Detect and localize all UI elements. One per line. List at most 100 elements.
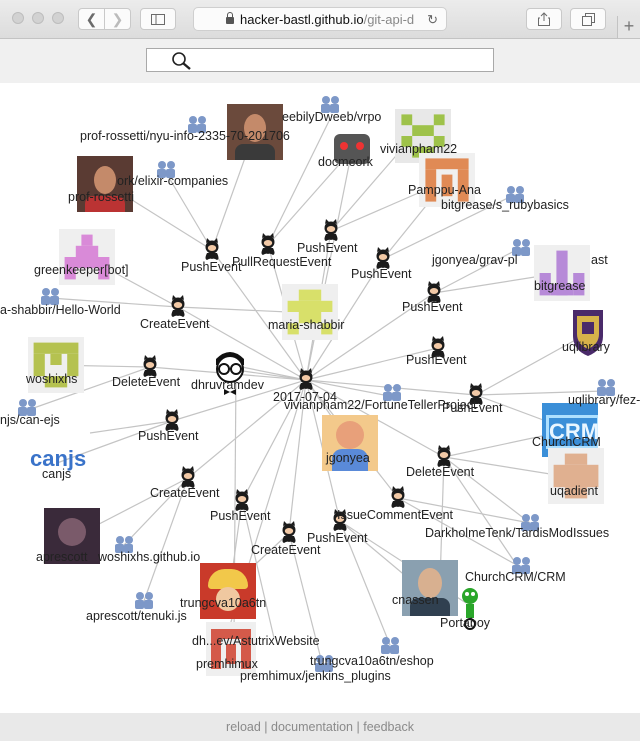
- feedback-link[interactable]: feedback: [363, 720, 414, 734]
- node-label[interactable]: PushEvent: [402, 300, 463, 314]
- create-event-icon[interactable]: [171, 295, 185, 317]
- avatar-aprescott[interactable]: [44, 508, 100, 564]
- node-label[interactable]: prof-rossetti/nyu-info-2335-70-201706: [80, 129, 290, 143]
- avatar-prof-rossetti-photo[interactable]: [227, 104, 283, 160]
- node-label[interactable]: maria-shabbir: [268, 318, 345, 332]
- share-button[interactable]: [526, 8, 562, 30]
- node-label[interactable]: ast: [591, 253, 608, 267]
- avatar-pamppu-ana[interactable]: [419, 153, 475, 207]
- push-event-icon[interactable]: [324, 219, 338, 241]
- documentation-link[interactable]: documentation: [271, 720, 354, 734]
- node-label[interactable]: trungcva10a6tn: [180, 596, 267, 610]
- node-label[interactable]: PushEvent: [297, 241, 358, 255]
- node-label[interactable]: Pamppu-Ana: [408, 183, 481, 197]
- node-label[interactable]: docmeork: [318, 155, 373, 169]
- create-event-icon[interactable]: [181, 466, 195, 488]
- node-label[interactable]: ChurchCRM: [532, 435, 601, 449]
- node-label[interactable]: 2017-07-04: [273, 390, 337, 404]
- node-label[interactable]: PushEvent: [406, 353, 467, 367]
- node-label[interactable]: cnassen: [392, 593, 439, 607]
- node-label[interactable]: uqadient: [550, 484, 598, 498]
- tabs-overview-button[interactable]: [570, 8, 606, 30]
- node-label[interactable]: DarkholmeTenk/TardisModIssues: [425, 526, 610, 540]
- node-label[interactable]: PushEvent: [138, 429, 199, 443]
- node-label[interactable]: a-shabbir/Hello-World: [0, 303, 121, 317]
- avatar-maria-shabbir[interactable]: [282, 284, 338, 340]
- node-label[interactable]: vivianpham22: [380, 142, 458, 156]
- node-label[interactable]: CreateEvent: [150, 486, 220, 500]
- node-label[interactable]: uqlibrary/fez-fron: [568, 393, 640, 407]
- node-label[interactable]: ork/elixir-companies: [117, 174, 229, 188]
- back-button[interactable]: ❮: [78, 8, 105, 30]
- push-event-icon[interactable]: [205, 238, 219, 260]
- node-label[interactable]: dhruvramdev: [191, 378, 264, 392]
- node-label[interactable]: vivianpham22/FortuneTellerProject: [284, 398, 477, 412]
- delete-event-icon[interactable]: [437, 445, 451, 467]
- node-label[interactable]: jgonyea: [326, 451, 370, 465]
- node-label[interactable]: PushEvent: [210, 509, 271, 523]
- avatar-prof-rossetti[interactable]: [77, 156, 133, 212]
- node-label[interactable]: uqlibrary: [562, 340, 610, 354]
- new-tab-button[interactable]: +: [617, 16, 640, 38]
- node-label[interactable]: Portaboy: [440, 616, 491, 630]
- node-label[interactable]: trungcva10a6tn/eshop: [310, 654, 434, 668]
- avatar-greenkeeper[interactable]: [59, 229, 115, 285]
- sidebar-toggle-button[interactable]: [140, 8, 176, 30]
- canjs-logo[interactable]: canjs: [30, 447, 90, 471]
- node-label[interactable]: prof-rossetti: [68, 190, 134, 204]
- node-label[interactable]: aprescott: [36, 550, 88, 564]
- node-label[interactable]: bitgrease: [534, 279, 586, 293]
- zoom-window-button[interactable]: [52, 12, 64, 24]
- reload-link[interactable]: reload: [226, 720, 261, 734]
- node-label[interactable]: PushEvent: [307, 531, 368, 545]
- reload-icon[interactable]: ↻: [427, 12, 438, 27]
- push-event-icon[interactable]: [235, 489, 249, 511]
- node-label[interactable]: ChurchCRM/CRM: [465, 570, 566, 584]
- node-label[interactable]: eebilyDweeb/vrpo: [282, 110, 382, 124]
- avatar-trungcva10a6tn[interactable]: [200, 563, 256, 619]
- node-label[interactable]: CreateEvent: [251, 543, 321, 557]
- avatar-dhruvramdev[interactable]: [210, 347, 250, 401]
- create-event-icon[interactable]: [282, 521, 296, 543]
- avatar-jgonyea[interactable]: [322, 415, 378, 471]
- node-label[interactable]: canjs: [42, 467, 72, 481]
- node-label[interactable]: PushEvent: [181, 260, 242, 274]
- node-label[interactable]: CreateEvent: [140, 317, 210, 331]
- avatar-woshixhs[interactable]: [28, 337, 84, 393]
- node-label[interactable]: DeleteEvent: [406, 465, 475, 479]
- address-bar[interactable]: hacker-bastl.github.io/git-api-d ↻: [193, 7, 447, 31]
- node-label[interactable]: woshixhs: [26, 372, 78, 386]
- node-label[interactable]: IssueCommentEvent: [337, 508, 454, 522]
- delete-event-icon[interactable]: [143, 355, 157, 377]
- date-node-icon[interactable]: [299, 368, 313, 390]
- node-label[interactable]: premhimux: [196, 657, 258, 671]
- pullrequest-event-icon[interactable]: [261, 233, 275, 255]
- node-label[interactable]: DeleteEvent: [112, 375, 181, 389]
- node-label[interactable]: dh...ev/AstutrixWebsite: [192, 634, 320, 648]
- minimize-window-button[interactable]: [32, 12, 44, 24]
- avatar-uqadient[interactable]: [548, 448, 604, 504]
- node-label[interactable]: njs/can-ejs: [0, 413, 60, 427]
- forward-button[interactable]: ❯: [104, 8, 131, 30]
- node-label[interactable]: woshixhs.github.io: [98, 550, 201, 564]
- node-label[interactable]: greenkeeper[bot]: [34, 263, 129, 277]
- node-label[interactable]: aprescott/tenuki.js: [86, 609, 187, 623]
- node-label[interactable]: PullRequestEvent: [232, 255, 332, 269]
- search-input[interactable]: [146, 48, 494, 72]
- node-label[interactable]: premhimux/jenkins_plugins: [240, 669, 391, 683]
- avatar-docmeork[interactable]: [330, 126, 374, 174]
- issuecomment-event-icon[interactable]: [391, 486, 405, 508]
- node-label[interactable]: PushEvent: [442, 401, 503, 415]
- node-label[interactable]: PushEvent: [351, 267, 412, 281]
- push-event-icon[interactable]: [376, 247, 390, 269]
- node-label[interactable]: jgonyea/grav-pl: [432, 253, 518, 267]
- node-label[interactable]: bitgrease/s_rubybasics: [441, 198, 569, 212]
- avatar-bitgrease[interactable]: [534, 245, 590, 301]
- avatar-portaboy[interactable]: [456, 586, 484, 630]
- close-window-button[interactable]: [12, 12, 24, 24]
- avatar-uqlibrary[interactable]: [570, 308, 606, 358]
- avatar-premhimux[interactable]: [206, 622, 256, 676]
- avatar-cnassen[interactable]: [402, 560, 458, 616]
- push-event-icon[interactable]: [165, 409, 179, 431]
- repo-icon[interactable]: [381, 637, 399, 654]
